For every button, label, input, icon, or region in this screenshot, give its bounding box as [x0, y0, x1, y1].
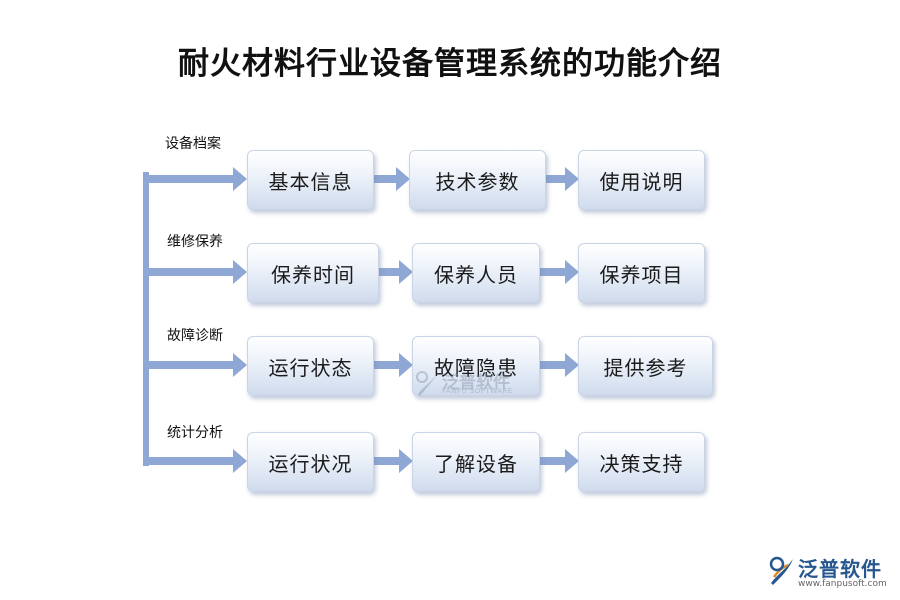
- branch-arrow-row-4: [143, 449, 247, 473]
- flow-box: 基本信息: [247, 150, 374, 210]
- category-label-archive: 设备档案: [165, 136, 221, 152]
- page-title: 耐火材料行业设备管理系统的功能介绍: [178, 46, 722, 82]
- arrow-r4-a: [373, 449, 413, 473]
- main-trunk-line: [143, 172, 149, 466]
- branch-arrow-row-3: [143, 353, 247, 377]
- flow-box: 保养人员: [412, 243, 540, 303]
- brand-url: www.fanpusoft.com: [798, 579, 887, 589]
- brand-logo: 泛普软件 www.fanpusoft.com: [768, 552, 893, 594]
- brand-name: 泛普软件: [798, 557, 882, 581]
- flow-box: 决策支持: [578, 432, 705, 492]
- flow-box: 保养时间: [247, 243, 379, 303]
- flow-box: 技术参数: [409, 150, 546, 210]
- arrow-r2-a: [378, 260, 413, 284]
- flow-box: 提供参考: [578, 336, 713, 396]
- flow-box: 使用说明: [578, 150, 705, 210]
- branch-arrow-row-2: [143, 260, 247, 284]
- arrow-r3-a: [373, 353, 413, 377]
- category-label-statistics: 统计分析: [167, 425, 223, 441]
- arrow-r1-a: [373, 167, 410, 191]
- branch-arrow-row-1: [143, 167, 247, 191]
- arrow-r2-b: [539, 260, 579, 284]
- category-label-maintenance: 维修保养: [167, 234, 223, 250]
- arrow-r4-b: [539, 449, 579, 473]
- category-label-diagnosis: 故障诊断: [167, 328, 223, 344]
- arrow-r3-b: [539, 353, 579, 377]
- flow-box: 运行状况: [247, 432, 374, 492]
- flow-box: 了解设备: [412, 432, 540, 492]
- flow-box: 保养项目: [578, 243, 705, 303]
- flow-box: 运行状态: [247, 336, 374, 396]
- arrow-r1-b: [545, 167, 579, 191]
- brand-logo-icon: [769, 556, 793, 585]
- flow-box: 故障隐患: [412, 336, 540, 396]
